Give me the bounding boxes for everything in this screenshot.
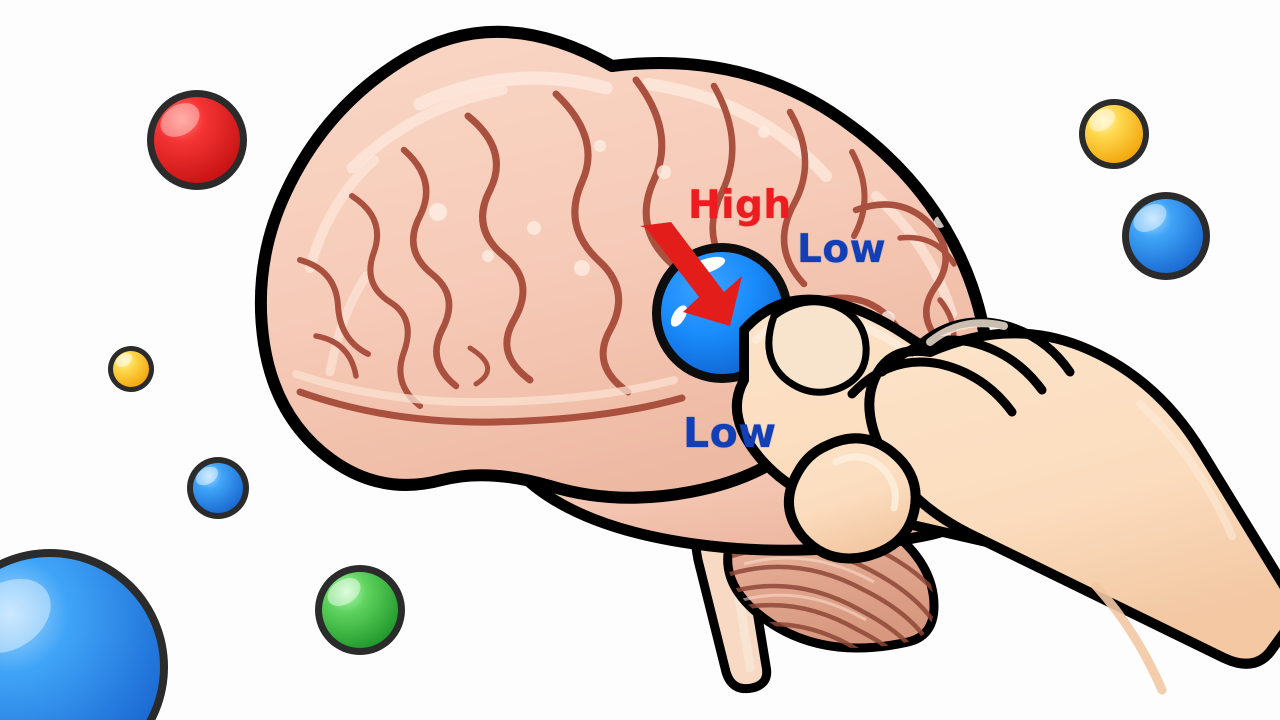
pointing-hand [731,294,1280,695]
sphere-yellow-top-right [1079,99,1149,169]
label-low-bottom: Low [683,409,777,457]
sphere-red-top-left [147,90,247,190]
label-low-right: Low [797,227,887,272]
decorative-spheres [0,90,1210,720]
red-pointer-arrow [640,222,742,326]
label-high: High [688,183,792,228]
sphere-blue-right [1122,192,1210,280]
fingernail [765,298,870,396]
button-highlight-left [670,305,688,327]
sphere-green-bottom [315,565,405,655]
sphere-blue-left-small [187,457,249,519]
sphere-blue-bottom-large [0,549,168,720]
sphere-yellow-left [108,346,154,392]
cerebrum-detail [292,71,957,426]
